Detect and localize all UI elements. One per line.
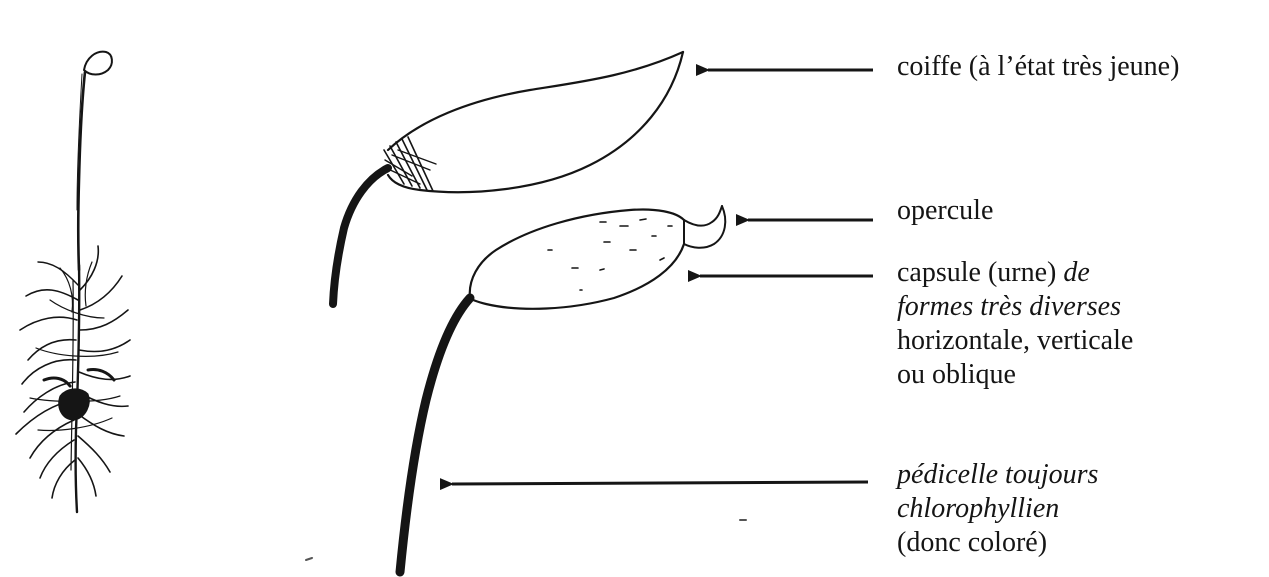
label-pedicelle-line1: pédicelle toujours (897, 458, 1098, 492)
label-opercule: opercule (897, 194, 993, 228)
pointer-arrows (452, 70, 873, 484)
label-capsule: capsule (urne) de formes très diverses h… (897, 256, 1133, 392)
label-pedicelle-line2: chlorophyllien (897, 492, 1098, 526)
calyptra-illustration (333, 52, 683, 304)
moss-plant-illustration (16, 52, 130, 512)
label-capsule-line1: capsule (urne) de (897, 256, 1133, 290)
label-capsule-line1-italic: de (1063, 257, 1089, 288)
label-capsule-line4: ou oblique (897, 358, 1133, 392)
label-pedicelle-line3: (donc coloré) (897, 526, 1098, 560)
arrow-pedicelle (452, 482, 868, 484)
label-coiffe-text: coiffe (à l’état très jeune) (897, 51, 1179, 82)
label-opercule-text: opercule (897, 195, 993, 226)
scan-specks (306, 520, 746, 560)
label-capsule-line2: formes très diverses (897, 290, 1133, 324)
label-pedicelle: pédicelle toujours chlorophyllien (donc … (897, 458, 1098, 560)
label-capsule-line3: horizontale, verticale (897, 324, 1133, 358)
label-capsule-line1-plain: capsule (urne) (897, 257, 1063, 288)
capsule-illustration (400, 206, 725, 572)
label-coiffe: coiffe (à l’état très jeune) (897, 50, 1179, 84)
